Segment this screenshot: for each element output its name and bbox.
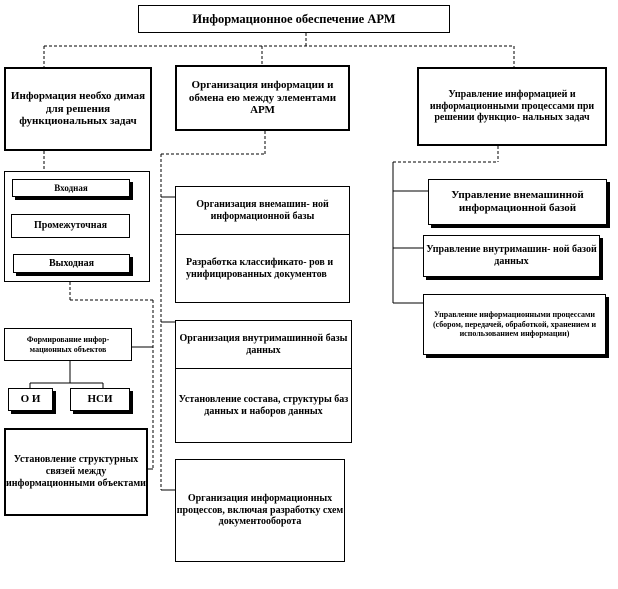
mgmt-processes-node: Управление информационными процессами (с… xyxy=(423,294,606,355)
col3-header-node: Управление информацией и информационными… xyxy=(417,67,607,146)
classifiers-node: Разработка классификато- ров и унифициро… xyxy=(176,236,349,302)
mgmt-external-node: Управление внемашинной информационной ба… xyxy=(428,179,607,225)
col2-header-node: Организация информации и обмена ею между… xyxy=(175,65,350,131)
structure-node: Установление состава, структуры баз данн… xyxy=(176,370,351,442)
mgmt-internal-node: Управление внутримашин- ной базой данных xyxy=(423,235,600,277)
external-db-node: Организация внемашин- ной информационной… xyxy=(176,187,349,235)
output-node: Выходная xyxy=(13,254,130,273)
oi-node: О И xyxy=(8,388,53,411)
root-node: Информационное обеспечение АРМ xyxy=(138,5,450,33)
formation-node: Формирование инфор- мационных объектов xyxy=(4,328,132,361)
intermediate-node: Промежуточная xyxy=(11,214,130,238)
processes-node: Организация информационных процессов, вк… xyxy=(175,459,345,562)
col1-header-node: Информация необхо димая для решения функ… xyxy=(4,67,152,151)
internal-db-node: Организация внутримашинной базы данных xyxy=(176,321,351,369)
input-node: Входная xyxy=(12,179,130,197)
links-node: Установление структурных связей между ин… xyxy=(4,428,148,516)
nsi-node: НСИ xyxy=(70,388,130,411)
